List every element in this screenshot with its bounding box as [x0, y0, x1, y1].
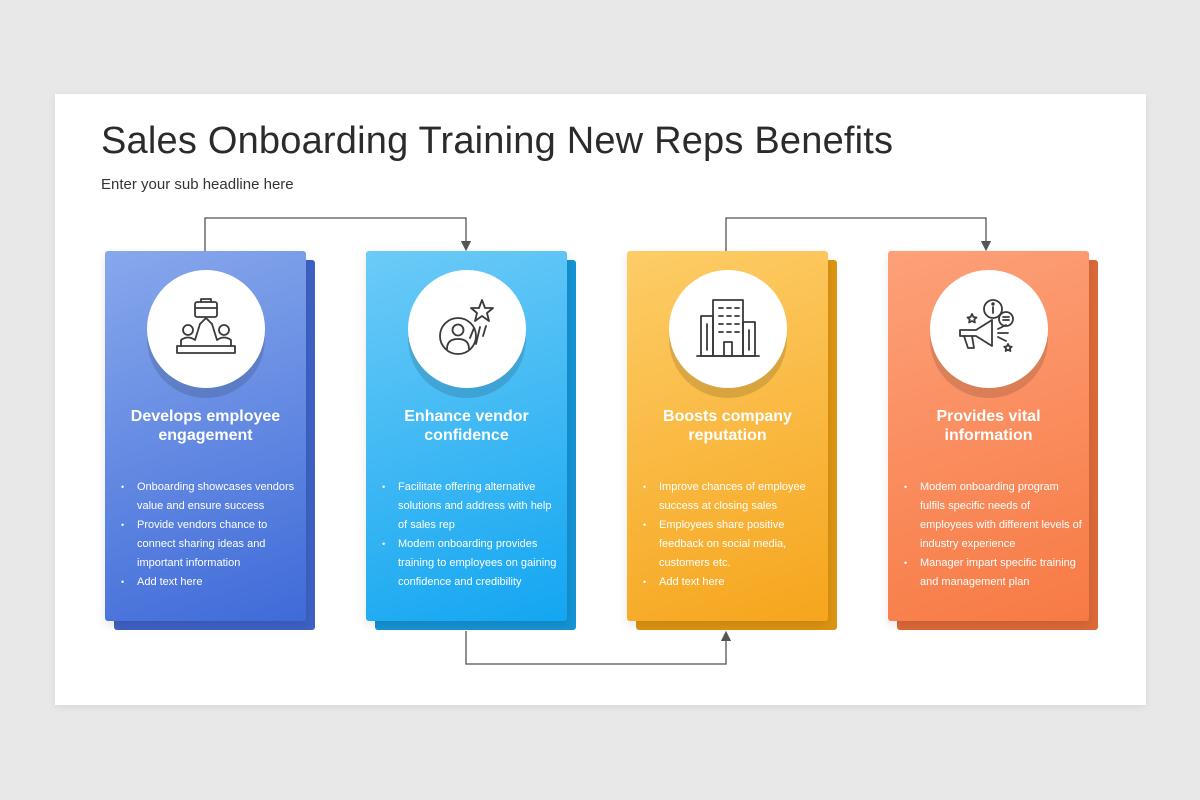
card-bullet-list: Onboarding showcases vendors value and e… [121, 478, 299, 592]
card-bullet-list: Facilitate offering alternative solution… [382, 478, 560, 592]
card-company-reputation: Boosts company reputation Improve chance… [627, 251, 838, 631]
connector-arrow-3-4 [725, 217, 992, 252]
teamwork-briefcase-icon [176, 298, 236, 354]
office-building-icon [696, 299, 760, 357]
card-title: Provides vital information [936, 408, 1041, 444]
card-face: Develops employee engagement Onboarding … [105, 251, 306, 621]
card-face: Provides vital information Modem onboard… [888, 251, 1089, 621]
card-vital-information: Provides vital information Modem onboard… [888, 251, 1099, 631]
card-employee-engagement: Develops employee engagement Onboarding … [105, 251, 316, 631]
connector-arrow-2-3 [465, 630, 732, 665]
megaphone-info-icon [959, 299, 1014, 352]
connector-arrow-1-2 [204, 217, 472, 252]
card-bullet-list: Improve chances of employee success at c… [643, 478, 821, 592]
bullet-item: Employees share positive feedback on soc… [643, 516, 821, 573]
card-bullet-list: Modem onboarding program fulfils specifi… [904, 478, 1082, 592]
bullet-item: Improve chances of employee success at c… [643, 478, 821, 516]
card-face: Boosts company reputation Improve chance… [627, 251, 828, 621]
bullet-item: Add text here [121, 573, 299, 592]
page-subtitle: Enter your sub headline here [101, 176, 294, 193]
card-title: Boosts company reputation [663, 408, 792, 444]
card-title: Enhance vendor confidence [404, 408, 529, 444]
icon-badge [147, 270, 265, 388]
card-vendor-confidence: Enhance vendor confidence Facilitate off… [366, 251, 577, 631]
icon-badge [930, 270, 1048, 388]
bullet-item: Add text here [643, 573, 821, 592]
slide: Sales Onboarding Training New Reps Benef… [55, 94, 1146, 705]
bullet-item: Facilitate offering alternative solution… [382, 478, 560, 535]
bullet-item: Onboarding showcases vendors value and e… [121, 478, 299, 516]
bullet-item: Modem onboarding program fulfils specifi… [904, 478, 1082, 554]
page-title: Sales Onboarding Training New Reps Benef… [101, 120, 894, 162]
card-title: Develops employee engagement [130, 408, 281, 444]
bullet-item: Manager impart specific training and man… [904, 554, 1082, 592]
bullet-item: Provide vendors chance to connect sharin… [121, 516, 299, 573]
icon-badge [408, 270, 526, 388]
card-face: Enhance vendor confidence Facilitate off… [366, 251, 567, 621]
icon-badge [669, 270, 787, 388]
bullet-item: Modem onboarding provides training to em… [382, 535, 560, 592]
person-star-icon [439, 299, 494, 355]
flow-connectors [204, 217, 992, 665]
